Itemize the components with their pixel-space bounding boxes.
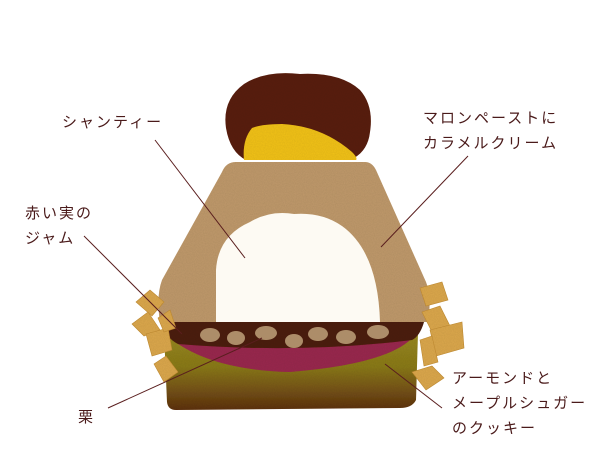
- leader-line-marron: [380, 155, 469, 248]
- leader-line-chestnut: [107, 337, 263, 409]
- leader-line-chantilly: [154, 139, 246, 259]
- leader-line-jam: [83, 235, 183, 335]
- label-chantilly: シャンティー: [62, 113, 164, 131]
- leader-lines: [83, 139, 469, 409]
- label-marron-paste-caramel-cream: マロンペーストに カラメルクリーム: [423, 109, 559, 152]
- chestnut-pieces: [200, 325, 389, 348]
- label-red-berry-jam: 赤い実の ジャム: [25, 204, 94, 247]
- label-almond-maple-cookie: アーモンドと メープルシュガー のクッキー: [452, 369, 588, 437]
- chestnut-layer: [160, 322, 424, 349]
- top-chestnut: [225, 73, 371, 160]
- label-chestnut: 栗: [78, 408, 96, 426]
- leader-line-cookie: [384, 363, 443, 409]
- cookie-chips-right: [411, 281, 465, 391]
- chantilly-layer: [216, 213, 380, 322]
